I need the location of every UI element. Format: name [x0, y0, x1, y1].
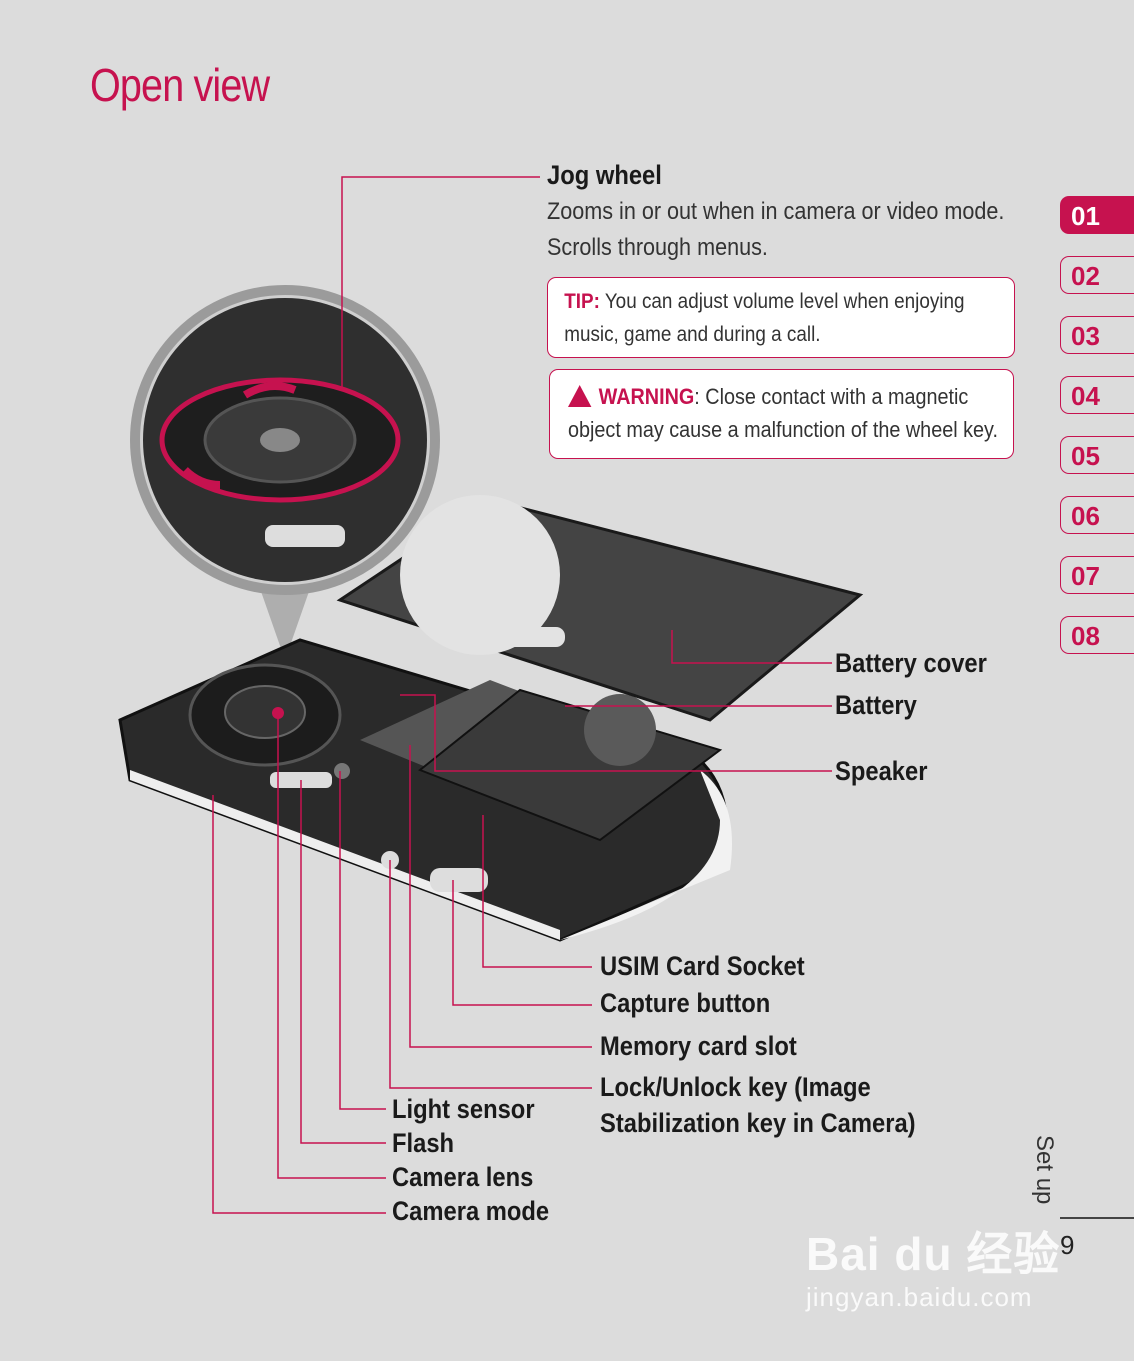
tab-06[interactable]: 06	[1060, 496, 1134, 534]
warning-heading: WARNING	[598, 384, 695, 409]
battery-cover-label: Battery cover	[835, 648, 987, 678]
tab-01[interactable]: 01	[1060, 196, 1134, 234]
warning-box: WARNING: Close contact with a magnetic o…	[549, 369, 1014, 459]
camera-lens-label: Camera lens	[392, 1162, 534, 1192]
battery-label: Battery	[835, 690, 917, 720]
usim-socket-label: USIM Card Socket	[600, 951, 805, 981]
watermark-url: jingyan.baidu.com	[806, 1282, 1033, 1312]
flash-label: Flash	[392, 1128, 455, 1158]
lock-key-label-2: Stabilization key in Camera)	[600, 1108, 916, 1138]
tab-03[interactable]: 03	[1060, 316, 1134, 354]
watermark-brand: Bai du 经验	[806, 1228, 1061, 1280]
tab-05[interactable]: 05	[1060, 436, 1134, 474]
camera-mode-label: Camera mode	[392, 1196, 550, 1226]
page-title: Open view	[90, 59, 270, 111]
lock-key-label-1: Lock/Unlock key (Image	[600, 1072, 871, 1102]
tip-text-1: You can adjust volume level when enjoyin…	[599, 290, 965, 313]
jog-wheel-desc-1: Zooms in or out when in camera or video …	[547, 198, 1005, 225]
light-sensor-label: Light sensor	[392, 1094, 535, 1124]
memory-card-slot-label: Memory card slot	[600, 1031, 797, 1061]
jog-wheel-desc-2: Scrolls through menus.	[547, 234, 768, 261]
jog-wheel-label: Jog wheel	[547, 160, 662, 190]
footer-divider	[1060, 1217, 1134, 1219]
tab-07[interactable]: 07	[1060, 556, 1134, 594]
tab-04[interactable]: 04	[1060, 376, 1134, 414]
section-label: Set up	[1031, 1135, 1058, 1205]
page-number: 9	[1060, 1230, 1075, 1260]
speaker-label: Speaker	[835, 756, 928, 786]
warning-text-2: object may cause a malfunction of the wh…	[568, 417, 998, 442]
tip-box: TIP: You can adjust volume level when en…	[547, 277, 1015, 358]
warning-text-1: : Close contact with a magnetic	[694, 384, 969, 409]
tab-02[interactable]: 02	[1060, 256, 1134, 294]
tab-08[interactable]: 08	[1060, 616, 1134, 654]
warning-icon	[568, 385, 592, 407]
tip-text-2: music, game and during a call.	[564, 323, 821, 346]
tip-heading: TIP:	[564, 290, 600, 313]
capture-button-label: Capture button	[600, 988, 771, 1018]
